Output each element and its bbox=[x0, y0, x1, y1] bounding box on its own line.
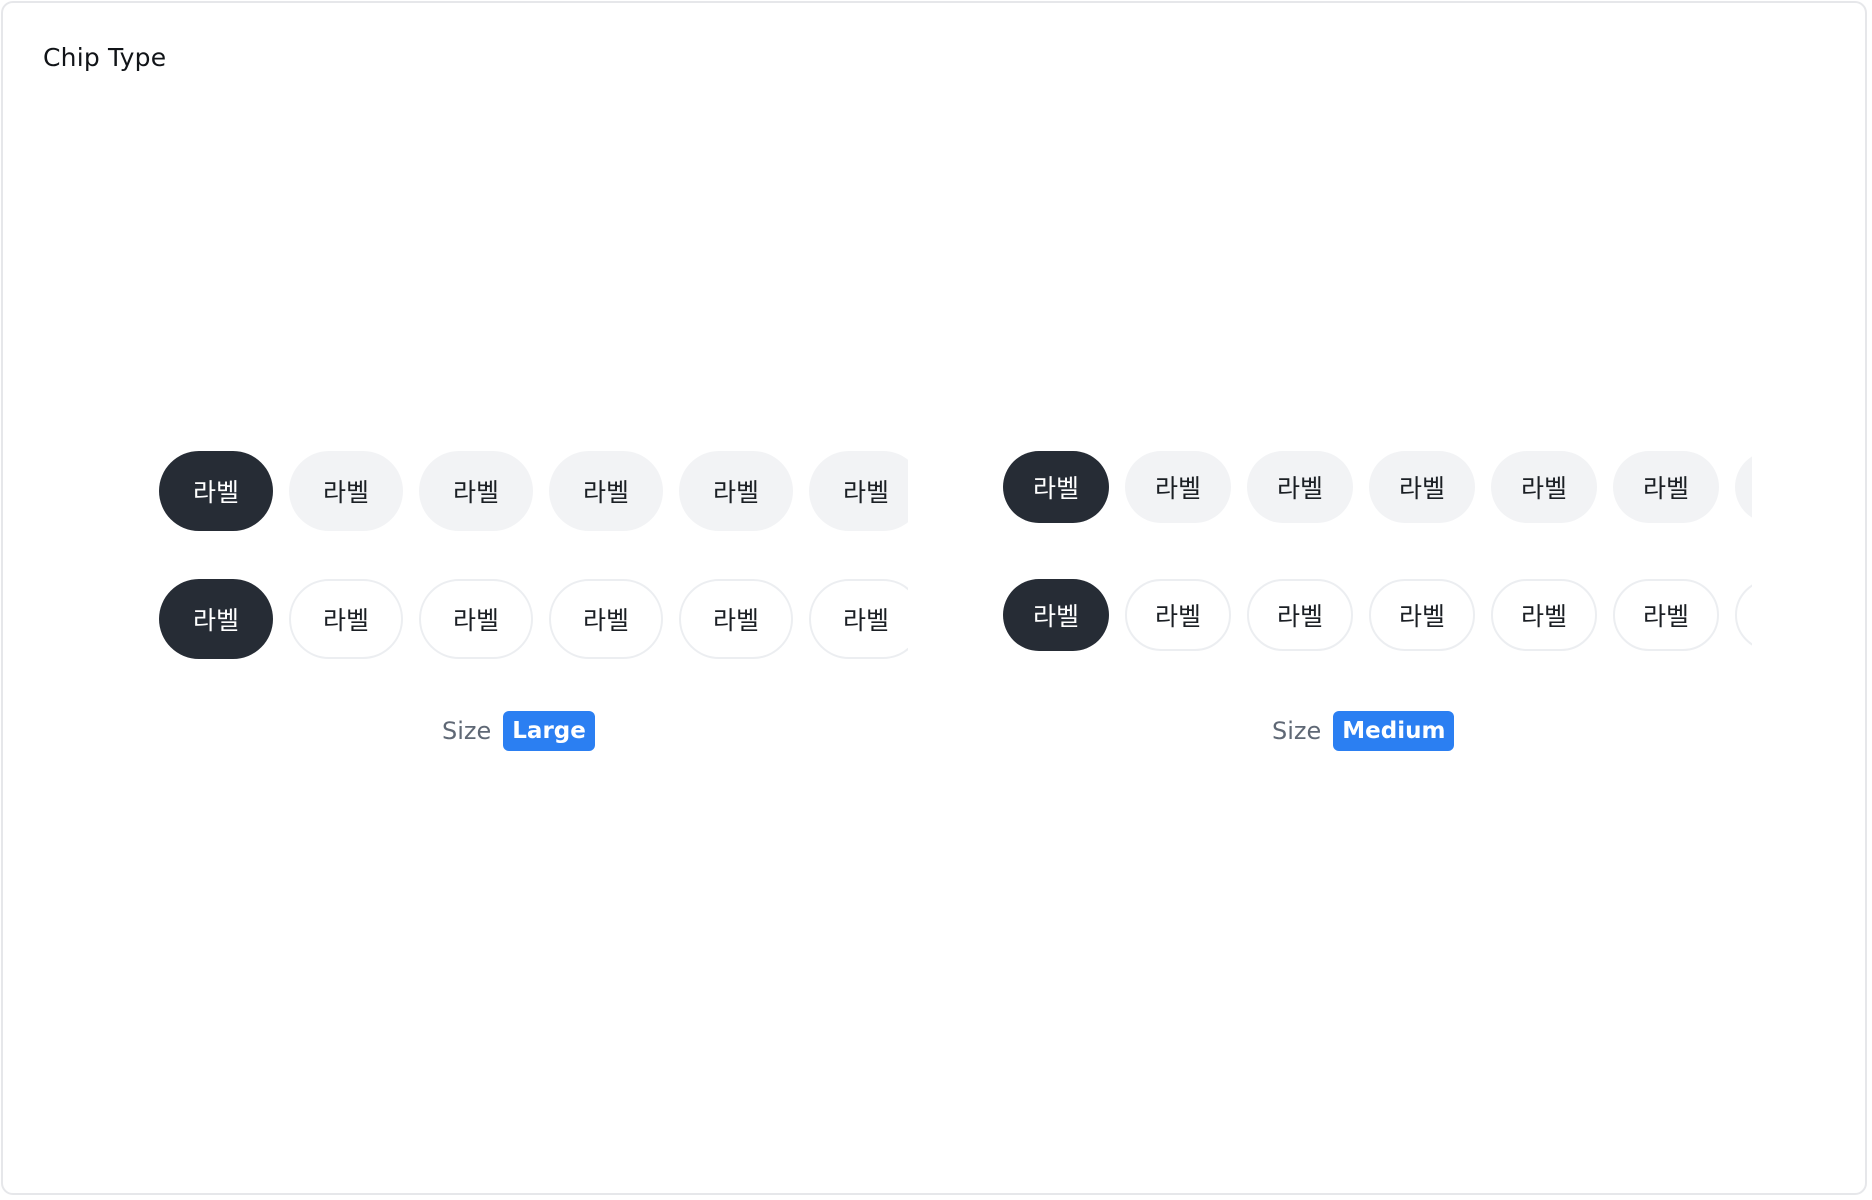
size-caption-large: Size Large bbox=[442, 711, 595, 751]
chip-row-filled-medium: 라벨 라벨 라벨 라벨 라벨 라벨 라벨 bbox=[1003, 451, 1752, 523]
chip-filled[interactable]: 라벨 bbox=[1125, 451, 1231, 523]
chip-row-outlined-large: 라벨 라벨 라벨 라벨 라벨 라벨 bbox=[159, 579, 908, 659]
chip-row-outlined-medium: 라벨 라벨 라벨 라벨 라벨 라벨 라벨 bbox=[1003, 579, 1752, 651]
chip-outlined[interactable]: 라벨 bbox=[419, 579, 533, 659]
size-badge: Large bbox=[503, 711, 595, 751]
chip-row-filled-large: 라벨 라벨 라벨 라벨 라벨 라벨 bbox=[159, 451, 908, 531]
chip-filled[interactable]: 라벨 bbox=[289, 451, 403, 531]
chip-outlined[interactable]: 라벨 bbox=[1125, 579, 1231, 651]
chip-filled[interactable]: 라벨 bbox=[1613, 451, 1719, 523]
size-caption-medium: Size Medium bbox=[1272, 711, 1455, 751]
chip-outlined[interactable]: 라벨 bbox=[1369, 579, 1475, 651]
chip-filled[interactable]: 라벨 bbox=[549, 451, 663, 531]
chip-outlined[interactable]: 라벨 bbox=[1247, 579, 1353, 651]
chip-outlined[interactable]: 라벨 bbox=[289, 579, 403, 659]
chip-outlined[interactable]: 라벨 bbox=[1735, 579, 1752, 651]
chip-filled[interactable]: 라벨 bbox=[419, 451, 533, 531]
chip-group-large: 라벨 라벨 라벨 라벨 라벨 라벨 라벨 라벨 라벨 라벨 라벨 라벨 bbox=[159, 451, 908, 661]
chip-filled[interactable]: 라벨 bbox=[1735, 451, 1752, 523]
chip-outlined[interactable]: 라벨 bbox=[809, 579, 908, 659]
chip-outlined[interactable]: 라벨 bbox=[1613, 579, 1719, 651]
chip-outlined[interactable]: 라벨 bbox=[1491, 579, 1597, 651]
chip-outlined[interactable]: 라벨 bbox=[549, 579, 663, 659]
chip-selected[interactable]: 라벨 bbox=[159, 451, 273, 531]
chip-selected[interactable]: 라벨 bbox=[1003, 579, 1109, 651]
chip-outlined[interactable]: 라벨 bbox=[679, 579, 793, 659]
chip-filled[interactable]: 라벨 bbox=[1369, 451, 1475, 523]
chip-filled[interactable]: 라벨 bbox=[679, 451, 793, 531]
chip-filled[interactable]: 라벨 bbox=[1247, 451, 1353, 523]
chip-selected[interactable]: 라벨 bbox=[1003, 451, 1109, 523]
page-title: Chip Type bbox=[43, 43, 167, 72]
chip-filled[interactable]: 라벨 bbox=[809, 451, 908, 531]
chip-filled[interactable]: 라벨 bbox=[1491, 451, 1597, 523]
size-label: Size bbox=[1272, 717, 1322, 745]
size-badge: Medium bbox=[1333, 711, 1455, 751]
chip-group-medium: 라벨 라벨 라벨 라벨 라벨 라벨 라벨 라벨 라벨 라벨 라벨 라벨 라벨 라… bbox=[1003, 451, 1752, 651]
chip-selected[interactable]: 라벨 bbox=[159, 579, 273, 659]
size-label: Size bbox=[442, 717, 492, 745]
